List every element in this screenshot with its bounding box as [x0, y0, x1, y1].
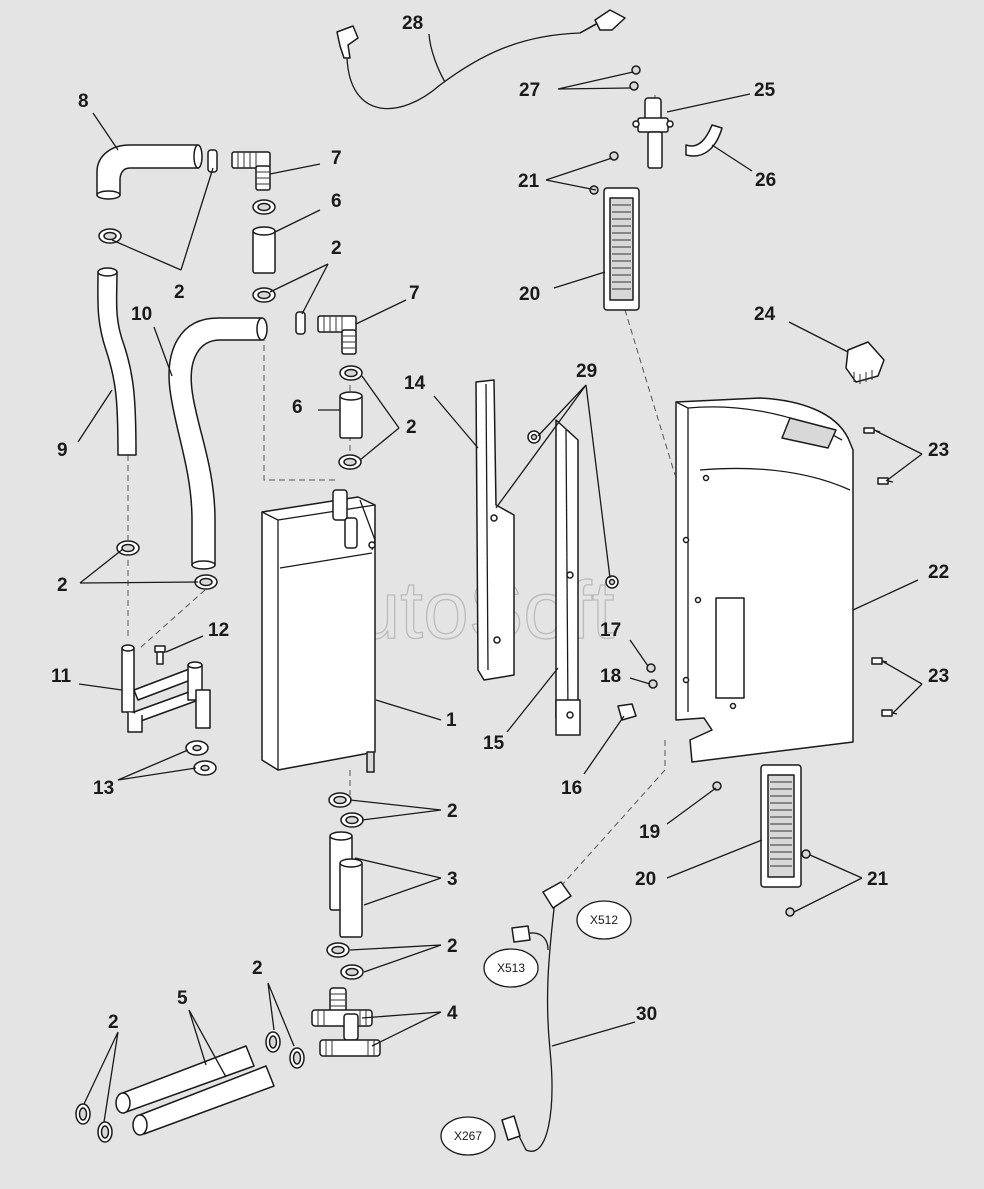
part-25-valve — [632, 97, 674, 169]
callout-21: 21 — [867, 869, 889, 890]
callout-8: 8 — [78, 91, 89, 112]
callout-23: 23 — [928, 666, 949, 687]
callout-24: 24 — [754, 304, 776, 325]
callout-2: 2 — [406, 417, 417, 438]
callout-28: 28 — [402, 13, 423, 34]
part-23-screws — [863, 427, 898, 717]
callout-1: 1 — [446, 710, 457, 731]
part-15-bracket — [555, 419, 581, 736]
callout-16: 16 — [561, 778, 582, 799]
callout-2: 2 — [331, 238, 342, 259]
callout-27: 27 — [519, 80, 540, 101]
callout-17: 17 — [600, 620, 621, 641]
part-7-elbow-lower — [317, 315, 357, 355]
callout-6: 6 — [292, 397, 303, 418]
part-24-connector — [845, 341, 885, 384]
part-12-bolt — [154, 645, 166, 665]
part-1-tank — [261, 489, 376, 773]
callout-20: 20 — [635, 869, 656, 890]
callout-2: 2 — [252, 958, 263, 979]
callout-22: 22 — [928, 562, 949, 583]
part-20-filter-top — [603, 187, 640, 311]
callout-26: 26 — [755, 170, 776, 191]
part-4-tee-fittings — [311, 987, 381, 1057]
callout-23: 23 — [928, 440, 949, 461]
callout-7: 7 — [409, 283, 420, 304]
callout-2: 2 — [447, 801, 458, 822]
part-17-screw — [646, 663, 656, 673]
connector-label-text: X267 — [454, 1129, 482, 1143]
callout-10: 10 — [131, 304, 152, 325]
callout-2: 2 — [447, 936, 458, 957]
callout-19: 19 — [639, 822, 660, 843]
callout-29: 29 — [576, 361, 597, 382]
connector-label-x512: X512 — [576, 900, 632, 940]
part-18-screw — [648, 679, 658, 689]
part-29-grommets — [527, 430, 619, 589]
callout-2: 2 — [57, 575, 68, 596]
callout-15: 15 — [483, 733, 505, 754]
callout-11: 11 — [51, 666, 72, 687]
part-10-hose — [168, 317, 268, 570]
part-28-wire-harness — [336, 9, 626, 110]
part-16-clip — [617, 703, 637, 721]
callout-14: 14 — [404, 373, 426, 394]
connector-label-text: X512 — [590, 913, 618, 927]
part-13-nuts — [185, 740, 217, 776]
part-8-elbow-pipe — [96, 144, 203, 200]
part-7-elbow-upper — [231, 151, 271, 191]
part-5-hoses — [115, 1045, 275, 1136]
part-20-filter-bottom — [760, 764, 802, 888]
callout-labels: 28 27 25 26 8 7 6 2 2 7 21 20 24 10 9 14… — [51, 13, 949, 1033]
part-11-manifold — [121, 644, 211, 733]
callout-20: 20 — [519, 284, 540, 305]
connector-label-text: X513 — [497, 961, 525, 975]
callout-4: 4 — [447, 1003, 458, 1024]
part-6-sleeve-upper — [252, 226, 276, 274]
part-3-sleeves — [329, 831, 363, 938]
callout-18: 18 — [600, 666, 621, 687]
connector-label-x267: X267 — [440, 1116, 496, 1156]
callout-25: 25 — [754, 80, 776, 101]
part-27-screws — [629, 65, 641, 91]
part-2-hose-clamps — [75, 199, 364, 1143]
part-26-hose — [685, 124, 723, 157]
part-14-bracket — [475, 379, 515, 681]
callout-13: 13 — [93, 778, 114, 799]
part-22-cover-panel — [675, 397, 854, 763]
part-2-small-nipples — [207, 149, 306, 335]
callout-30: 30 — [636, 1004, 657, 1025]
callout-3: 3 — [447, 869, 458, 890]
callout-5: 5 — [177, 988, 188, 1009]
part-30-cable — [501, 881, 572, 1152]
part-6-sleeve-lower — [339, 391, 363, 439]
leader-lines — [77, 33, 923, 1123]
callout-6: 6 — [331, 191, 342, 212]
callout-2: 2 — [174, 282, 185, 303]
callout-21: 21 — [518, 171, 540, 192]
callout-7: 7 — [331, 148, 342, 169]
connector-label-x513: X513 — [483, 948, 539, 988]
part-9-hose — [97, 267, 137, 456]
callout-2: 2 — [108, 1012, 119, 1033]
part-21-screws-bottom — [785, 849, 811, 917]
callout-9: 9 — [57, 440, 68, 461]
callout-12: 12 — [208, 620, 229, 641]
